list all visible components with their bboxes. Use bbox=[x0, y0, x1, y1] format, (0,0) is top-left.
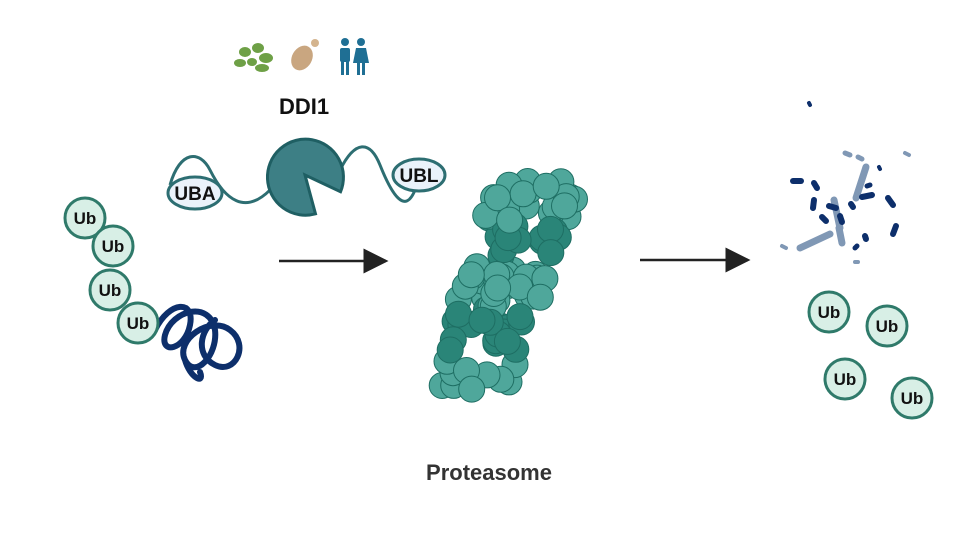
proteasome-subunit bbox=[493, 327, 521, 355]
ubiquitin: Ub bbox=[823, 357, 867, 401]
svg-text:UBA: UBA bbox=[174, 184, 215, 205]
proteasome-subunit bbox=[468, 306, 496, 334]
ubl-domain: UBL bbox=[391, 157, 447, 193]
peptide-fragments bbox=[780, 101, 911, 264]
ubiquitin: Ub bbox=[88, 268, 132, 312]
plant-icon bbox=[234, 43, 273, 72]
proteasome bbox=[428, 168, 588, 403]
proteasome-subunit bbox=[532, 172, 560, 200]
ubiquitin-label: Ub bbox=[901, 389, 924, 408]
proteasome-subunit bbox=[436, 336, 464, 364]
human-icon bbox=[340, 38, 369, 75]
uba-domain: UBA bbox=[166, 175, 224, 211]
proteasome-subunit bbox=[506, 303, 534, 331]
ubiquitin: Ub bbox=[807, 290, 851, 334]
proteasome-subunit bbox=[509, 180, 537, 208]
proteasome-subunit bbox=[458, 375, 486, 403]
proteasome-subunit bbox=[445, 300, 472, 328]
proteasome-subunit bbox=[484, 184, 511, 212]
substrate-protein bbox=[152, 303, 243, 382]
ubiquitin-label: Ub bbox=[818, 303, 841, 322]
svg-text:UBL: UBL bbox=[399, 166, 438, 187]
proteasome-subunit bbox=[551, 192, 578, 220]
ubiquitin-label: Ub bbox=[834, 370, 857, 389]
ubiquitin-label: Ub bbox=[876, 317, 899, 336]
protease-domain bbox=[265, 137, 345, 217]
proteasome-subunit bbox=[526, 283, 554, 311]
ubiquitin-label: Ub bbox=[99, 281, 122, 300]
proteasome-subunit bbox=[496, 206, 524, 234]
proteasome-subunit bbox=[457, 261, 485, 289]
proteasome-subunit bbox=[484, 274, 512, 302]
ubiquitin: Ub bbox=[63, 196, 107, 240]
proteasome-label: Proteasome bbox=[426, 460, 552, 485]
proteasome-subunit bbox=[537, 215, 564, 243]
ddi1-linker bbox=[168, 145, 417, 204]
ubiquitin: Ub bbox=[890, 376, 934, 420]
ubiquitin-label: Ub bbox=[74, 209, 97, 228]
proteasome-subunit bbox=[537, 239, 565, 267]
ubiquitin: Ub bbox=[91, 224, 135, 268]
ubiquitin: Ub bbox=[865, 304, 909, 348]
yeast-icon bbox=[291, 39, 319, 71]
ddi1-title: DDI1 bbox=[279, 94, 329, 119]
ubiquitin: Ub bbox=[116, 301, 160, 345]
ubiquitin-label: Ub bbox=[102, 237, 125, 256]
ubiquitin-label: Ub bbox=[127, 314, 150, 333]
